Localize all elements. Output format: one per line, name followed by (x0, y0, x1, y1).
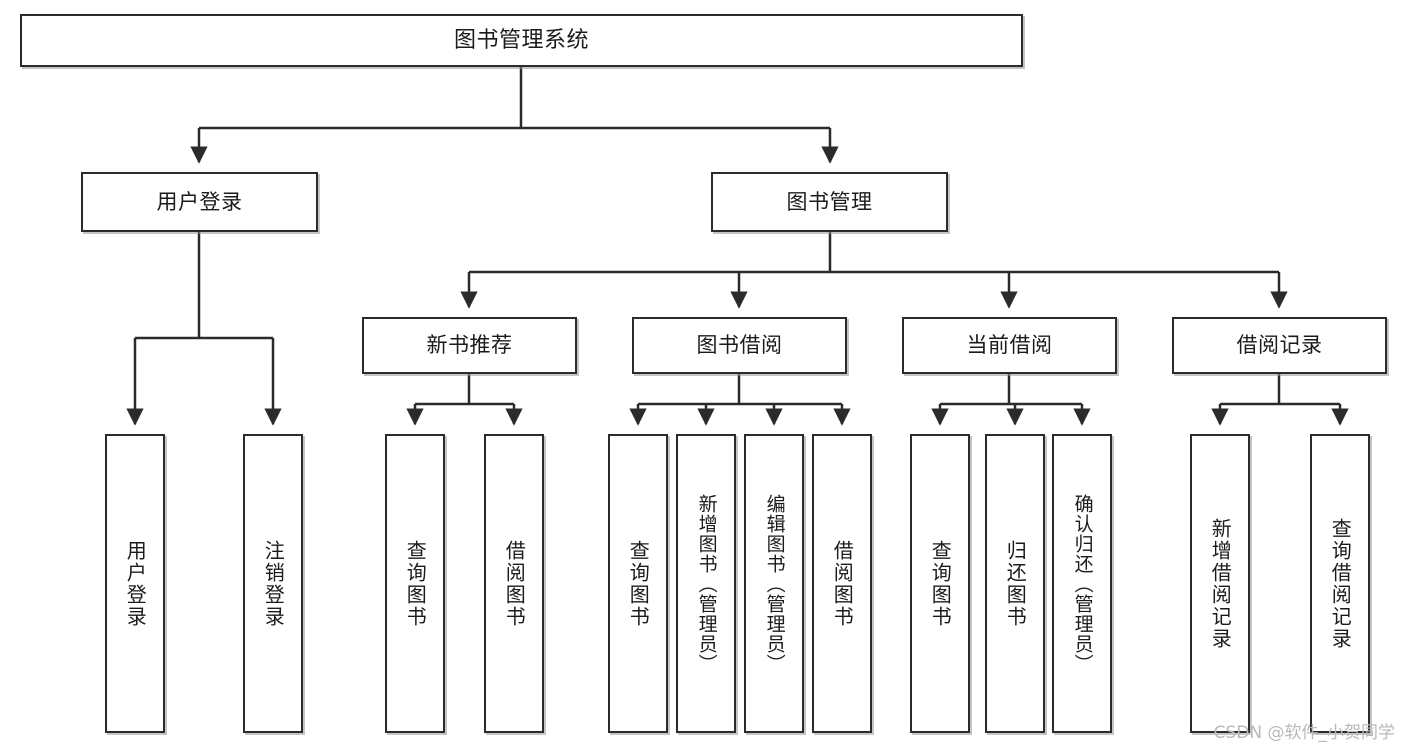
node-leaf-return-book[interactable]: 归还图书 (985, 434, 1045, 733)
node-leaf-edit-book-admin[interactable]: 编辑图书（管理员） (744, 434, 804, 733)
node-label: 图书借阅 (696, 333, 783, 358)
watermark-text: CSDN @软件_小贺同学 (1213, 723, 1395, 743)
node-label: 确认归还（管理员） (1071, 493, 1094, 674)
node-root-system[interactable]: 图书管理系统 (20, 14, 1023, 67)
node-label: 编辑图书（管理员） (763, 493, 786, 674)
node-leaf-query-book-new[interactable]: 查询图书 (385, 434, 445, 733)
node-borrow-record[interactable]: 借阅记录 (1172, 317, 1387, 374)
node-label: 借阅图书 (502, 539, 527, 628)
node-current-borrow[interactable]: 当前借阅 (902, 317, 1117, 374)
node-new-book-recommend[interactable]: 新书推荐 (362, 317, 577, 374)
node-leaf-query-book-borrow[interactable]: 查询图书 (608, 434, 668, 733)
node-label: 查询借阅记录 (1328, 517, 1353, 650)
node-leaf-add-book-admin[interactable]: 新增图书（管理员） (676, 434, 736, 733)
node-label: 用户登录 (123, 539, 148, 628)
node-leaf-logout-login[interactable]: 注销登录 (243, 434, 303, 733)
node-label: 借阅图书 (830, 539, 855, 628)
node-leaf-borrow-book-new[interactable]: 借阅图书 (484, 434, 544, 733)
node-book-manage[interactable]: 图书管理 (711, 172, 948, 232)
node-label: 归还图书 (1003, 539, 1028, 628)
node-leaf-borrow-book-borrow[interactable]: 借阅图书 (812, 434, 872, 733)
node-leaf-add-borrow-record[interactable]: 新增借阅记录 (1190, 434, 1250, 733)
node-label: 用户登录 (156, 189, 243, 214)
node-label: 借阅记录 (1236, 333, 1323, 358)
node-label: 查询图书 (928, 539, 953, 628)
node-label: 图书管理系统 (453, 27, 589, 53)
node-leaf-query-book-current[interactable]: 查询图书 (910, 434, 970, 733)
node-label: 图书管理 (786, 189, 873, 214)
node-leaf-query-borrow-record[interactable]: 查询借阅记录 (1310, 434, 1370, 733)
node-label: 查询图书 (626, 539, 651, 628)
node-label: 当前借阅 (966, 333, 1053, 358)
node-label: 注销登录 (261, 539, 286, 628)
node-book-borrow[interactable]: 图书借阅 (632, 317, 847, 374)
node-label: 新书推荐 (426, 333, 513, 358)
node-label: 新增图书（管理员） (695, 493, 718, 674)
node-leaf-user-login[interactable]: 用户登录 (105, 434, 165, 733)
node-user-login[interactable]: 用户登录 (81, 172, 318, 232)
node-label: 查询图书 (403, 539, 428, 628)
node-leaf-confirm-return-admin[interactable]: 确认归还（管理员） (1052, 434, 1112, 733)
node-label: 新增借阅记录 (1208, 517, 1233, 650)
